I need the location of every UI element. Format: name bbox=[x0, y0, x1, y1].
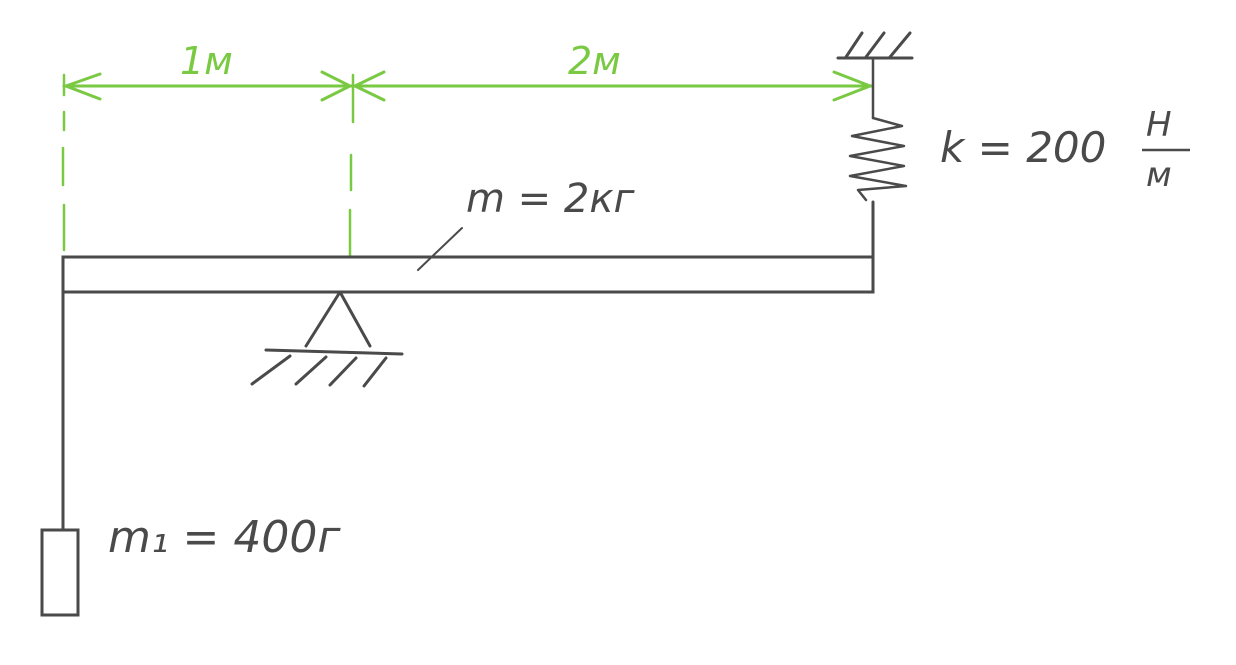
hatch-mark bbox=[362, 356, 388, 388]
pivot-triangle bbox=[304, 290, 372, 348]
pivot-support bbox=[250, 290, 404, 388]
beam-mass-label: m = 2кг bbox=[466, 176, 636, 222]
hatch-mark bbox=[250, 354, 292, 386]
stiffness-unit-denominator: м bbox=[1146, 155, 1172, 195]
hatch-mark bbox=[844, 31, 864, 59]
spring-stiffness-label: k = 200 bbox=[940, 123, 1106, 172]
spring-coil bbox=[848, 116, 908, 202]
arrowhead-middle-right bbox=[351, 70, 386, 102]
arrowhead-left bbox=[61, 72, 102, 101]
beam-mass-leader bbox=[417, 227, 463, 271]
dimension-label-right: 2м bbox=[568, 39, 621, 83]
dimension-label-left: 1м bbox=[180, 39, 233, 83]
ceiling-support bbox=[836, 31, 914, 60]
ground-line bbox=[264, 348, 404, 356]
hanging-load bbox=[40, 528, 80, 617]
hatch-mark bbox=[864, 31, 886, 59]
hatch-mark bbox=[328, 356, 358, 387]
spring bbox=[848, 56, 908, 260]
beam bbox=[61, 255, 875, 294]
hatch-mark bbox=[294, 355, 328, 386]
arrowhead-middle-left bbox=[320, 70, 354, 102]
hatch-mark bbox=[888, 31, 912, 59]
load-mass-label: m₁ = 400г bbox=[108, 512, 341, 563]
arrowhead-right bbox=[832, 70, 875, 102]
stiffness-unit-numerator: Н bbox=[1146, 105, 1172, 145]
dimension-lines bbox=[61, 70, 875, 270]
